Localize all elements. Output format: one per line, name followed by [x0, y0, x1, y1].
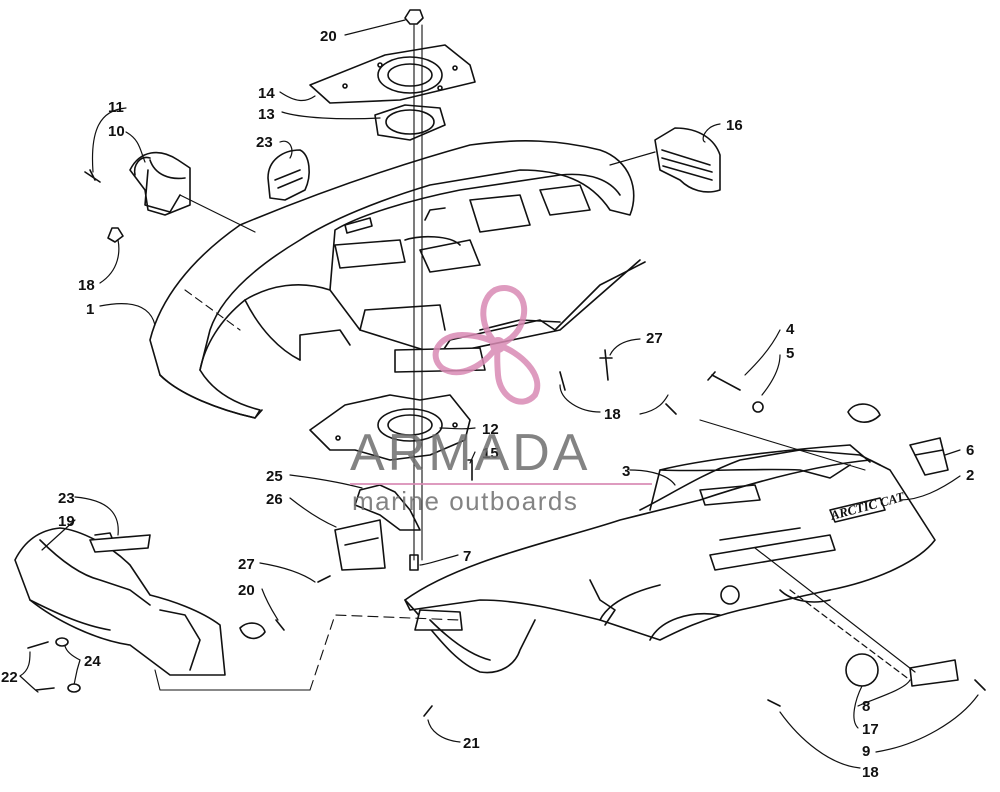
callout-10: 10: [108, 123, 125, 140]
bracket: [334, 484, 421, 571]
callout-20-top: 20: [320, 28, 337, 45]
callout-18-bottom: 18: [862, 764, 879, 781]
propeller-logo-icon: [432, 285, 541, 405]
callout-16: 16: [726, 117, 743, 134]
callout-9: 9: [862, 743, 870, 760]
callout-14: 14: [258, 85, 275, 102]
callout-23-top: 23: [256, 134, 273, 151]
callout-6: 6: [966, 442, 974, 459]
callout-18-mid: 18: [604, 406, 621, 423]
callout-19: 19: [58, 513, 75, 530]
callout-23-left: 23: [58, 490, 75, 507]
callout-22: 22: [1, 669, 18, 686]
top-parts: [267, 127, 949, 476]
watermark-subtitle: marine outboards: [352, 486, 578, 516]
hardware: [27, 9, 986, 717]
callout-24: 24: [84, 653, 101, 670]
leader-lines: [19, 19, 979, 769]
callout-27-right: 27: [646, 330, 663, 347]
watermark-title: ARMADA: [350, 424, 590, 482]
callout-12: 12: [482, 421, 499, 438]
callout-18-left: 18: [78, 277, 95, 294]
callout-13: 13: [258, 106, 275, 123]
callout-15: 15: [482, 445, 499, 462]
callout-21: 21: [463, 735, 480, 752]
callout-2: 2: [966, 467, 974, 484]
callout-1: 1: [86, 301, 94, 318]
callout-5: 5: [786, 345, 794, 362]
callout-labels: 20 14 13 23 11 10 16 18 1 27 4 5 18 12 1…: [1, 28, 974, 781]
callout-25: 25: [266, 468, 283, 485]
upper-hood: [149, 140, 646, 419]
callout-4: 4: [786, 321, 795, 338]
callout-26: 26: [266, 491, 283, 508]
side-cowl: [14, 527, 226, 676]
watermark: ARMADA marine outboards: [350, 285, 652, 516]
callout-7: 7: [463, 548, 471, 565]
assembly-lines: [154, 24, 866, 691]
lower-body-pan: [404, 444, 936, 674]
callout-8: 8: [862, 698, 870, 715]
callout-17: 17: [862, 721, 879, 738]
callout-20-left: 20: [238, 582, 255, 599]
mount-plates: [309, 44, 476, 461]
callout-3: 3: [622, 463, 630, 480]
callout-27-left: 27: [238, 556, 255, 573]
callout-11: 11: [108, 99, 124, 116]
light-assembly: [129, 151, 191, 216]
